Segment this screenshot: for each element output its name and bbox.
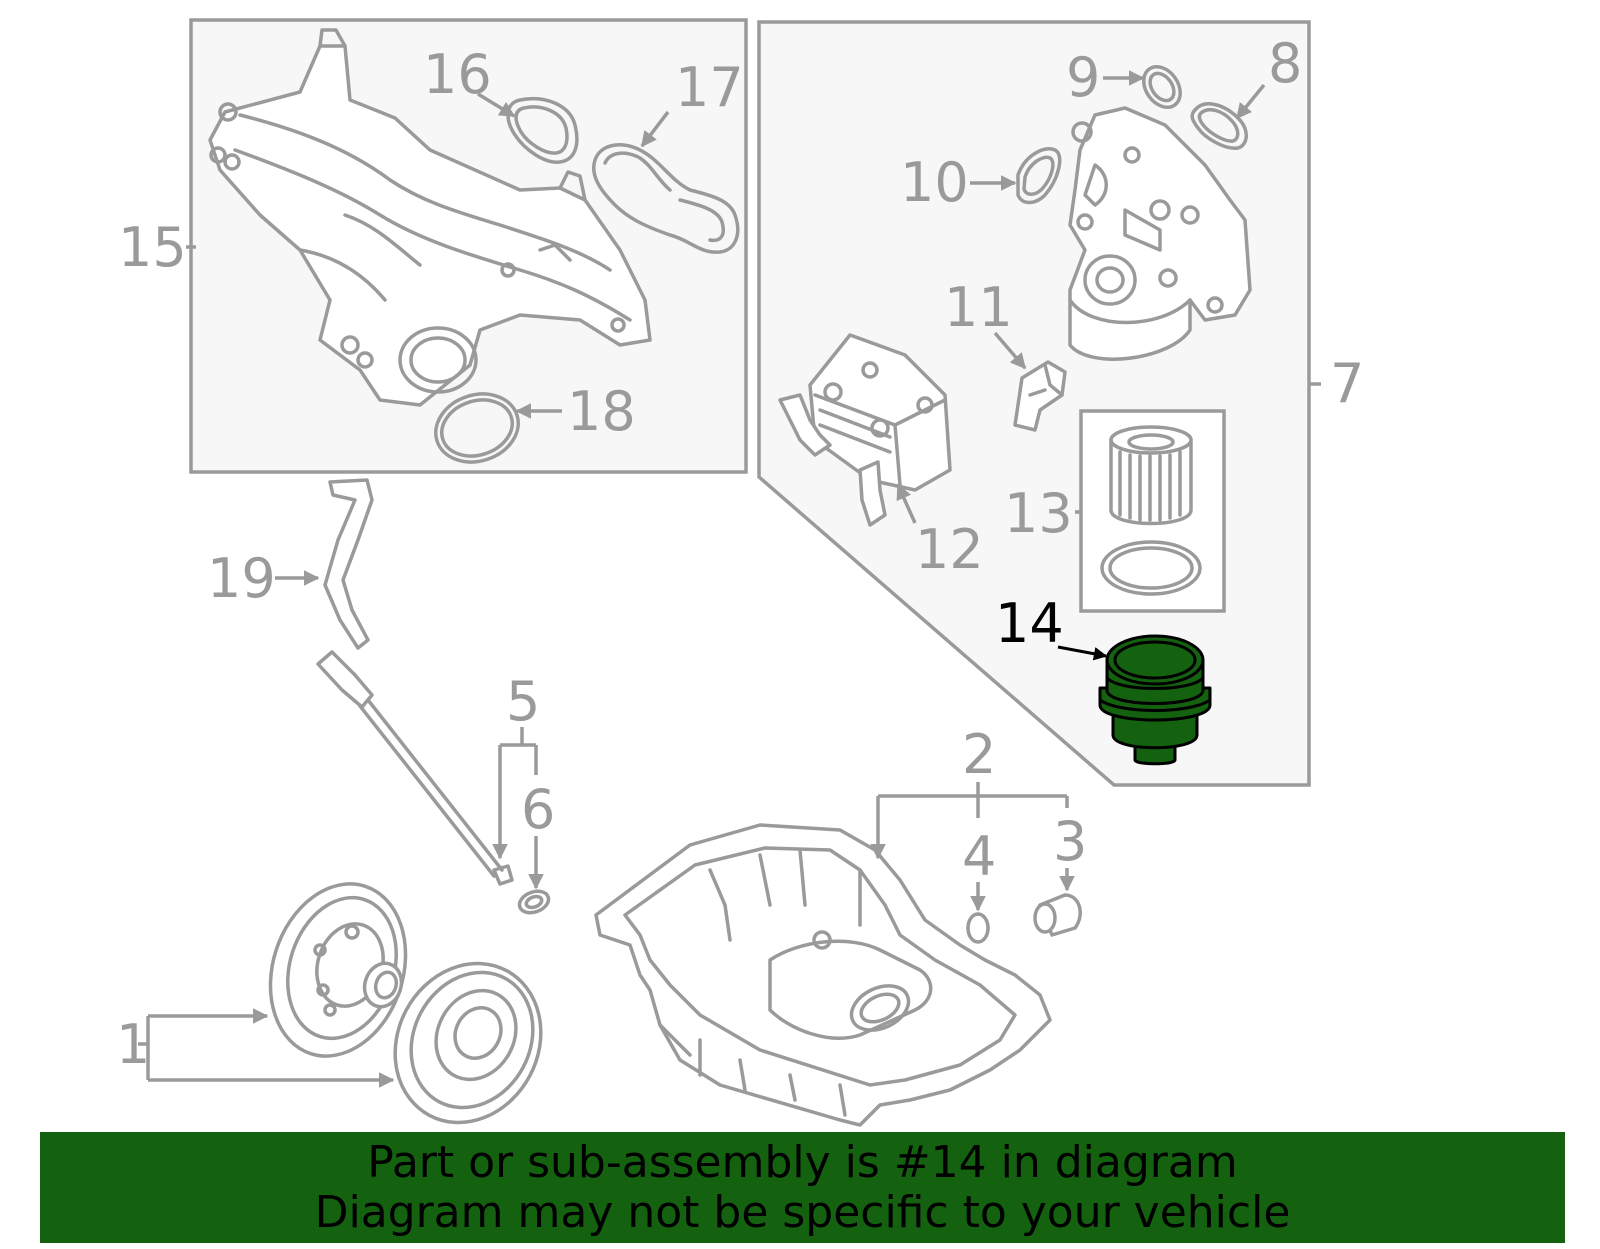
callout-5: 5 xyxy=(506,670,540,733)
crankshaft-pulley-part xyxy=(268,882,408,1058)
leader-lines xyxy=(138,70,1321,1088)
callout-15: 15 xyxy=(118,216,187,279)
banner-line-2: Diagram may not be specific to your vehi… xyxy=(314,1187,1291,1238)
oil-pan-part xyxy=(594,823,1052,1127)
info-banner: Part or sub-assembly is #14 in diagram D… xyxy=(40,1132,1565,1243)
banner-line-1: Part or sub-assembly is #14 in diagram xyxy=(367,1137,1238,1188)
drain-plug-3-part xyxy=(1033,893,1082,937)
oil-filter-element-13-part xyxy=(1100,425,1202,596)
callout-11: 11 xyxy=(944,276,1013,339)
oil-filter-housing-part xyxy=(1068,106,1252,361)
damper-pulley-part xyxy=(393,961,543,1125)
callout-6: 6 xyxy=(521,778,555,841)
dipstick-part xyxy=(316,650,514,886)
washer-6-part xyxy=(517,889,551,915)
gasket-16-part xyxy=(506,97,579,164)
callout-1: 1 xyxy=(116,1013,150,1076)
callout-4: 4 xyxy=(962,825,996,888)
sensor-11-part xyxy=(1013,360,1067,432)
callout-10: 10 xyxy=(900,151,969,214)
oil-filter-group xyxy=(757,20,1311,787)
callout-18: 18 xyxy=(567,380,636,443)
callout-13: 13 xyxy=(1004,482,1073,545)
callout-7: 7 xyxy=(1330,352,1364,415)
callout-17: 17 xyxy=(675,56,744,119)
gasket-8-part xyxy=(1190,102,1248,150)
oil-cooler-12-part xyxy=(778,333,952,527)
bracket-19-part xyxy=(323,478,374,650)
gasket-17-part xyxy=(592,143,740,254)
oil-filter-cap-14-highlighted xyxy=(1098,634,1212,766)
callout-19: 19 xyxy=(207,547,276,610)
o-ring-9-part xyxy=(1142,65,1182,109)
callout-14-highlighted: 14 xyxy=(995,592,1064,655)
callout-9: 9 xyxy=(1066,46,1100,109)
filter-kit-box xyxy=(1079,409,1226,613)
intake-manifold-group xyxy=(189,18,748,474)
gasket-10-part xyxy=(1016,147,1062,205)
callout-3: 3 xyxy=(1053,810,1087,873)
callout-16: 16 xyxy=(423,43,492,106)
callout-12: 12 xyxy=(915,518,984,581)
washer-4-part xyxy=(966,912,990,944)
callout-labels: 1 2 3 4 5 6 7 8 9 10 11 12 13 14 15 16 1… xyxy=(116,32,1364,1076)
callout-8: 8 xyxy=(1268,32,1302,95)
intake-manifold-part xyxy=(208,28,652,407)
callout-2: 2 xyxy=(962,723,996,786)
